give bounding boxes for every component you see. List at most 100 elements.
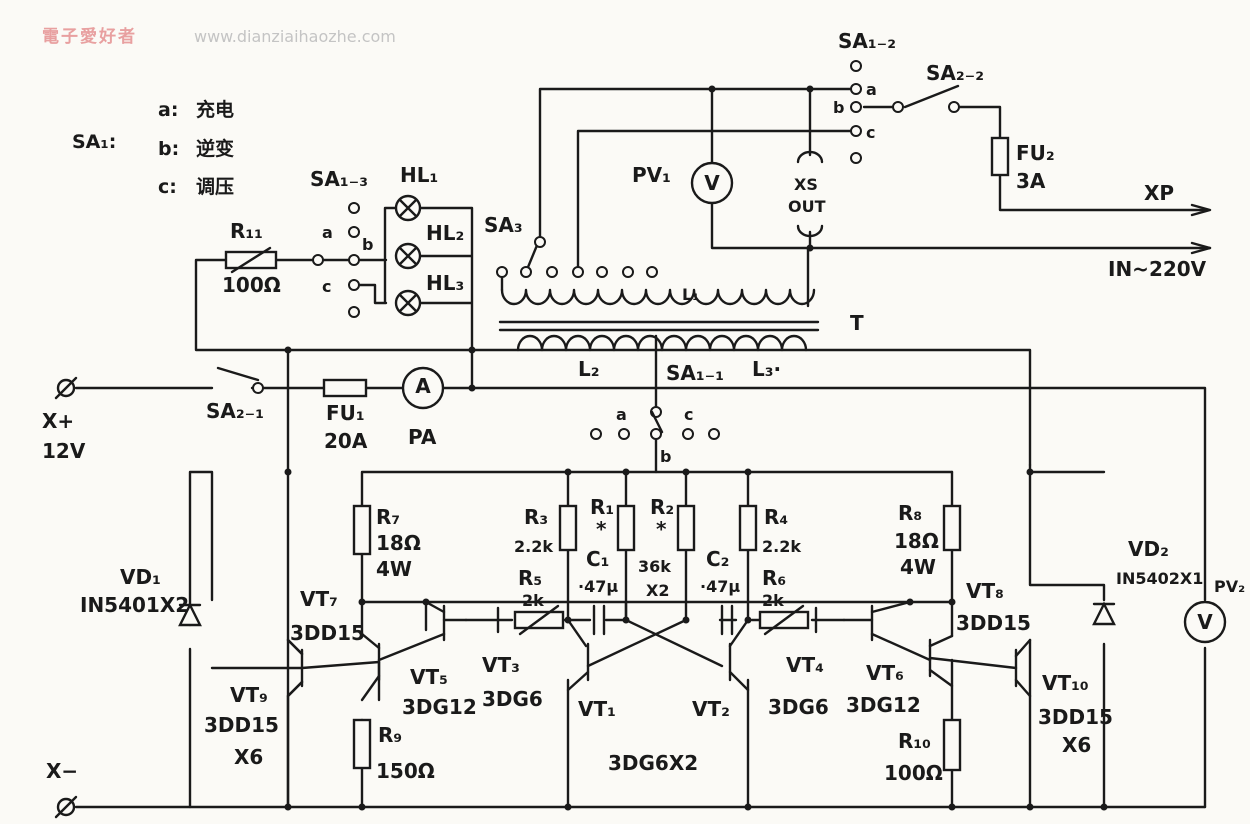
label-sa1-1-contact-c: c [684,405,693,424]
label-r5-value: 2k [522,591,544,610]
label-r7-watt: 4W [376,557,412,581]
label-x-minus: X− [46,759,78,783]
label-vt8: VT₈ [966,579,1004,603]
label-vt5-type: 3DG12 [402,695,477,719]
label-l2: L₂ [578,357,600,381]
label-vt2: VT₂ [692,697,730,721]
capacitor-c1: C₁ ·47μ [578,547,618,636]
label-12v: 12V [42,439,86,463]
label-r2-star: * [656,517,667,541]
resistor-r10: R₁₀ 100Ω [884,718,962,785]
label-sa1-2: SA₁₋₂ [838,29,896,53]
label-sa1-2-contact-b: b [833,98,844,117]
label-r3: R₃ [524,505,548,529]
resistor-r9: R₉ 150Ω [352,718,435,783]
lamp-hl2: HL₂ [394,221,464,270]
label-r6-value: 2k [762,591,784,610]
label-c2: C₂ [706,547,729,571]
transistor-vt2: VT₂ 3DG6X2 [608,642,750,775]
label-vt3: VT₃ [482,653,520,677]
fuse-fu2: FU₂ 3A [990,136,1055,193]
resistor-r1: R₁ * [590,495,636,552]
label-vt4-type: 3DG6 [768,695,829,719]
label-r4: R₄ [764,505,788,529]
resistor-r2: R₂ * 36k X2 [638,495,696,600]
label-vt10-type: 3DD15 [1038,705,1113,729]
label-r1-star: * [596,517,607,541]
label-r8-value: 18Ω [894,529,939,553]
label-vd1-value: IN5401X2 [80,593,189,617]
switch-legend: SA₁: a: 充电 b: 逆变 c: 调压 [72,98,234,198]
legend-text-a: 充电 [196,98,234,121]
label-sa1-3: SA₁₋₃ [310,167,368,191]
transistor-vt8: VT₈ 3DD15 [928,579,1031,688]
legend-switch-label: SA₁: [72,131,116,153]
label-vt9: VT₉ [230,683,268,707]
label-sa2-1: SA₂₋₁ [206,399,264,423]
label-r1-r2-value: 36k [638,557,671,576]
label-r11: R₁₁ [230,219,263,243]
label-sa2-2: SA₂₋₂ [926,61,984,85]
transistor-vt7: VT₇ 3DD15 [290,587,381,702]
label-vt9-count: X6 [234,745,263,769]
label-vt6-type: 3DG12 [846,693,921,717]
label-xs: XS [794,175,818,194]
transistor-vt5: VT₅ 3DG12 [377,600,477,719]
transistor-vt10: VT₁₀ 3DD15 X6 [1014,638,1113,757]
label-r8: R₈ [898,501,922,525]
label-l3: L₃· [752,357,781,381]
label-in-220v: IN~220V [1108,257,1207,281]
label-sa1-2-contact-c: c [866,123,875,142]
label-xp: XP [1144,181,1174,205]
voltmeter-pv1: V PV₁ [632,161,734,205]
label-vd2-value: IN5402X1 [1116,569,1203,588]
label-vt1-vt2-type: 3DG6X2 [608,751,698,775]
voltmeter-pv2: V PV₂ [1183,577,1245,644]
label-r9: R₉ [378,723,402,747]
label-c1-value: ·47μ [578,577,618,596]
label-vt1: VT₁ [578,697,616,721]
transistor-vt1: VT₁ [566,642,616,721]
label-r2: R₂ [650,495,674,519]
label-fu1-value: 20A [324,429,368,453]
label-pa: PA [408,425,437,449]
legend-text-c: 调压 [196,176,234,198]
label-r8-watt: 4W [900,555,936,579]
legend-key-b: b: [158,138,179,160]
resistor-r7: R₇ 18Ω 4W [352,504,421,581]
label-sa1-3-contact-a: a [322,223,333,242]
resistor-r6: R₆ 2k [758,566,810,636]
transistor-vt6: VT₆ 3DG12 [842,600,932,717]
label-r7: R₇ [376,505,400,529]
ammeter-pa: A PA [401,366,445,449]
label-c1: C₁ [586,547,609,571]
label-r3-value: 2.2k [514,537,553,556]
label-r9-value: 150Ω [376,759,435,783]
label-sa1-3-contact-b: b [362,235,373,254]
label-c2-value: ·47μ [700,577,740,596]
label-vt10: VT₁₀ [1042,671,1089,695]
legend-text-b: 逆变 [196,137,234,160]
label-hl3: HL₃ [426,271,464,295]
label-vt7: VT₇ [300,587,338,611]
label-hl1: HL₁ [400,163,438,187]
resistor-r3: R₃ 2.2k [514,504,578,556]
label-l1: L₁ [682,285,699,304]
junction-dots [284,85,1108,811]
legend-key-c: c: [158,176,177,198]
diode-vd1: VD₁ IN5401X2 [80,565,202,627]
resistor-r8: R₈ 18Ω 4W [894,501,962,579]
fuse-fu1: FU₁ 20A [322,378,368,453]
label-out: OUT [788,197,826,216]
label-r1-r2-count: X2 [646,581,669,600]
resistor-r4: R₄ 2.2k [738,504,801,556]
label-sa1-2-contact-a: a [866,80,877,99]
transistor-vt4: VT₄ 3DG6 [768,606,829,719]
label-sa3: SA₃ [484,213,523,237]
label-r10: R₁₀ [898,729,931,753]
label-sa1-1: SA₁₋₁ [666,361,724,385]
label-hl2: HL₂ [426,221,464,245]
watermark-chinese: 電子愛好者 [42,26,137,47]
